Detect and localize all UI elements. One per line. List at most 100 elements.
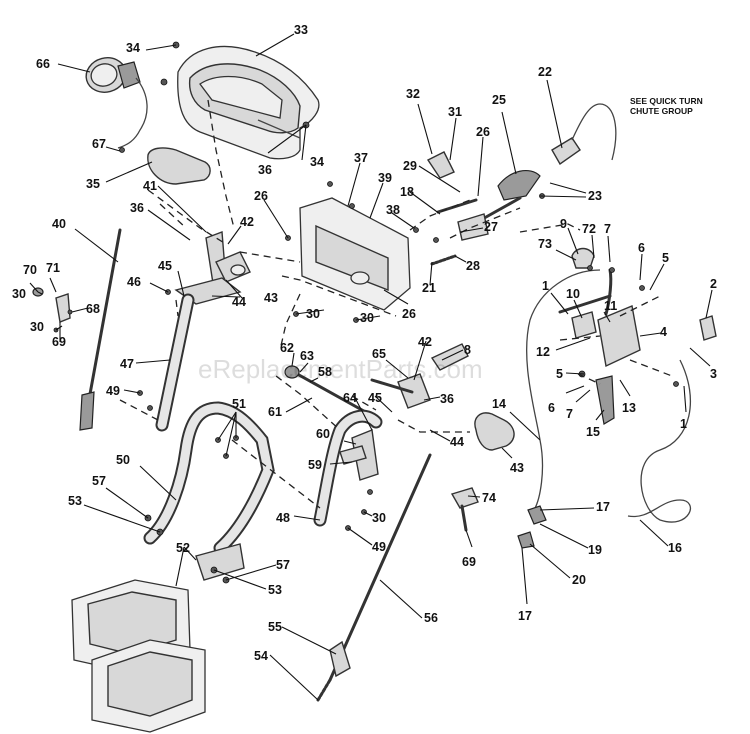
- callout-9: 9: [560, 217, 567, 231]
- callout-30: 30: [306, 307, 320, 321]
- cable-ends: [517, 505, 547, 549]
- callout-48: 48: [276, 511, 290, 525]
- callout-26: 26: [476, 125, 490, 139]
- callout-74: 74: [482, 491, 496, 505]
- callout-57: 57: [92, 474, 106, 488]
- callout-73: 73: [538, 237, 552, 251]
- callout-61: 61: [268, 405, 282, 419]
- callout-46: 46: [127, 275, 141, 289]
- assembly-dash-lines: [119, 99, 673, 509]
- callout-19: 19: [588, 543, 602, 557]
- callout-44: 44: [232, 295, 246, 309]
- callout-29: 29: [403, 159, 417, 173]
- callout-72: 72: [582, 222, 596, 236]
- callout-33: 33: [294, 23, 308, 37]
- callout-36: 36: [258, 163, 272, 177]
- callout-60: 60: [316, 427, 330, 441]
- callout-18: 18: [400, 185, 414, 199]
- callout-42: 42: [240, 215, 254, 229]
- upper-left-bracket: [174, 231, 251, 305]
- callout-63: 63: [300, 349, 314, 363]
- callout-58: 58: [318, 365, 332, 379]
- callout-25: 25: [492, 93, 506, 107]
- small-bracket-74: [450, 487, 479, 532]
- lower-handle-frame: [143, 401, 383, 555]
- callout-31: 31: [448, 105, 462, 119]
- callout-30: 30: [372, 511, 386, 525]
- callout-36: 36: [130, 201, 144, 215]
- callout-43: 43: [510, 461, 524, 475]
- callout-39: 39: [378, 171, 392, 185]
- callout-13: 13: [622, 401, 636, 415]
- spring-21: [430, 254, 457, 266]
- callout-7: 7: [604, 222, 611, 236]
- right-grip: [474, 412, 515, 451]
- callout-26: 26: [254, 189, 268, 203]
- callout-56: 56: [424, 611, 438, 625]
- callout-40: 40: [52, 217, 66, 231]
- lower-mount-brackets: [71, 543, 245, 733]
- callout-68: 68: [86, 302, 100, 316]
- callout-1: 1: [680, 417, 687, 431]
- callout-35: 35: [86, 177, 100, 191]
- callout-49: 49: [106, 384, 120, 398]
- callout-26: 26: [402, 307, 416, 321]
- callout-6: 6: [638, 241, 645, 255]
- callout-21: 21: [422, 281, 436, 295]
- callout-54: 54: [254, 649, 268, 663]
- callout-53: 53: [268, 583, 282, 597]
- callout-10: 10: [566, 287, 580, 301]
- callout-17: 17: [596, 500, 610, 514]
- note-line-1: SEE QUICK TURN: [630, 96, 703, 106]
- callout-16: 16: [668, 541, 682, 555]
- callout-69: 69: [52, 335, 66, 349]
- callout-71: 71: [46, 261, 60, 275]
- callout-51: 51: [232, 397, 246, 411]
- headlight: [85, 57, 148, 149]
- grip-pad: [147, 147, 211, 185]
- callout-6: 6: [548, 401, 555, 415]
- callout-3: 3: [710, 367, 717, 381]
- callout-7: 7: [566, 407, 573, 421]
- callout-44: 44: [450, 435, 464, 449]
- callout-34: 34: [126, 41, 140, 55]
- part-drawings: [32, 41, 717, 733]
- callout-57: 57: [276, 558, 290, 572]
- callout-1: 1: [542, 279, 549, 293]
- callout-36: 36: [440, 392, 454, 406]
- callout-2: 2: [710, 277, 717, 291]
- callout-59: 59: [308, 458, 322, 472]
- callout-47: 47: [120, 357, 134, 371]
- callout-15: 15: [586, 425, 600, 439]
- callout-8: 8: [464, 343, 471, 357]
- callout-17: 17: [518, 609, 532, 623]
- callout-65: 65: [372, 347, 386, 361]
- callout-30: 30: [30, 320, 44, 334]
- callout-22: 22: [538, 65, 552, 79]
- long-rod: [328, 453, 432, 682]
- callout-66: 66: [36, 57, 50, 71]
- callout-45: 45: [158, 259, 172, 273]
- control-panel: [299, 197, 411, 311]
- callout-27: 27: [484, 220, 498, 234]
- callout-5: 5: [662, 251, 669, 265]
- cable-16: [627, 359, 692, 523]
- right-lever-assembly: [558, 247, 717, 425]
- callout-49: 49: [372, 540, 386, 554]
- callout-5: 5: [556, 367, 563, 381]
- callout-43: 43: [264, 291, 278, 305]
- lever-assembly: [339, 429, 379, 481]
- callout-38: 38: [386, 203, 400, 217]
- callout-numbers: 33 34 66 67 35 36 34 41 40 36 42 26 37 3…: [12, 23, 717, 663]
- callout-50: 50: [116, 453, 130, 467]
- callout-53: 53: [68, 494, 82, 508]
- chute-tilt-cable: [551, 103, 617, 166]
- callout-11: 11: [604, 299, 617, 313]
- callout-64: 64: [343, 391, 357, 405]
- callout-37: 37: [354, 151, 368, 165]
- callout-12: 12: [536, 345, 550, 359]
- callout-32: 32: [406, 87, 420, 101]
- callout-42: 42: [418, 335, 432, 349]
- left-small-parts: [32, 287, 71, 323]
